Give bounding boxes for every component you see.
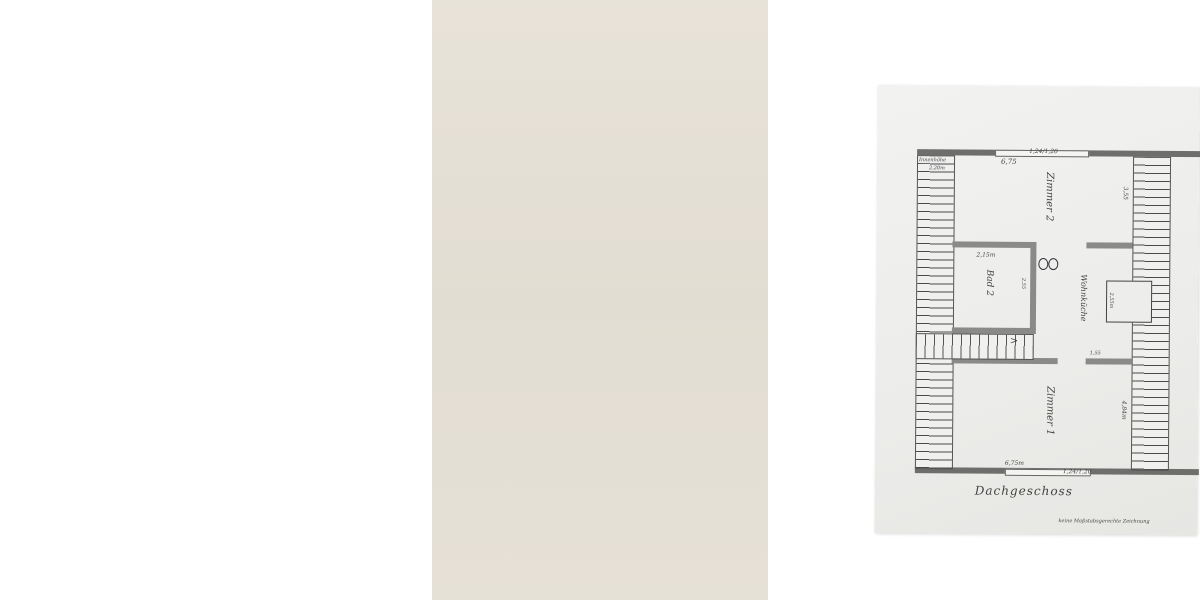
zimmer-1-depth: 4,84m [1120,400,1128,420]
wall-zimmer1-right [1085,358,1132,365]
floor-plan-sheet: 1,24/1,20 1,24/1,20 Innenhöhe 2,20m > [874,84,1200,536]
ceiling-height-value: 2,20m [928,165,945,172]
wohnkueche-dormer-width: 2,55m [1108,292,1115,309]
bad-2-width: 2,15m [976,251,996,259]
zimmer-2-depth: 3,55 [1121,186,1129,200]
ceiling-height-label: Innenhöhe [919,157,947,164]
floor-plan: 1,24/1,20 1,24/1,20 Innenhöhe 2,20m > [914,147,1200,477]
bad-2-depth: 2,55 [1020,277,1027,290]
sink-icon [1048,258,1059,271]
roof-slope-left [914,155,956,470]
room-label-zimmer-1: Zimmer 1 [1044,386,1056,436]
zimmer-1-width: 6,75m [1004,459,1025,467]
wohnkueche-depth: 1,55 [1089,350,1101,357]
room-label-wohnkueche: Wohnküche [1078,274,1089,322]
plan-title: Dachgeschoss [974,483,1073,499]
room-label-zimmer-2: Zimmer 2 [1043,172,1055,222]
wall-zimmer2-right [1086,242,1133,249]
scale-note: keine Maßstabsgerechte Zeichnung [1058,518,1150,525]
bottom-window-label: 1,24/1,20 [1062,468,1092,476]
zimmer-2-width: 6,75 [1001,157,1017,166]
stair-direction-arrow: > [1009,335,1019,347]
wall-bath-right [1029,247,1037,330]
top-window-label: 1,24/1,20 [1029,147,1058,156]
toilet-icon [1038,258,1049,271]
wall-zimmer2-left [952,241,1037,248]
photo-background: 1,24/1,20 1,24/1,20 Innenhöhe 2,20m > [432,0,1200,600]
room-label-bad-2: Bad 2 [984,269,995,297]
